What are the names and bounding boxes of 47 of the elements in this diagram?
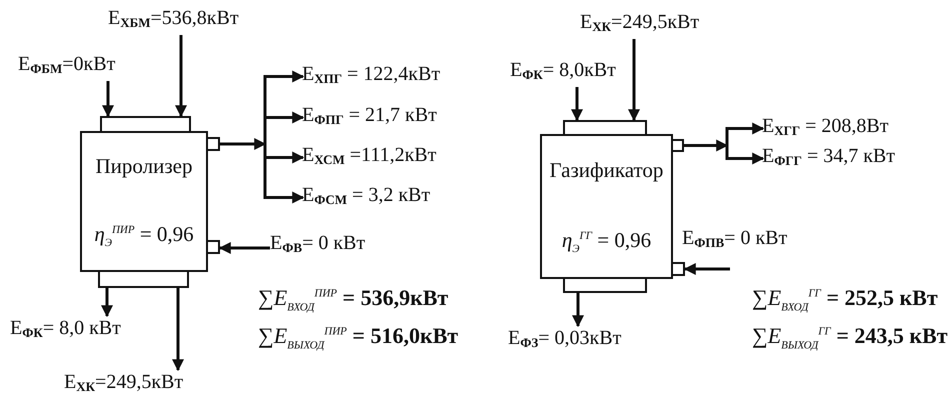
arrow xyxy=(628,39,640,122)
efficiency-value: η$_{Э}$$^{ПИР}$ = 0,96 xyxy=(94,222,194,249)
energy-label: Е$_{ФГГ}$ = 34,7 кВт xyxy=(762,144,896,173)
energy-label: Е$_{ХК}$=249,5кВт xyxy=(64,370,184,399)
arrow xyxy=(175,35,187,118)
energy-label: Е$_{ФЗ}$= 0,03кВт xyxy=(508,326,622,355)
port-box xyxy=(671,262,685,276)
energy-label: Е$_{ФБМ}$=0кВт xyxy=(18,52,116,81)
energy-label: Е$_{ХСМ}$ =111,2кВт xyxy=(302,143,436,172)
energy-sum: ∑E$_{ВЫХОД}$$^{ПИР}$ = 516,0кВт xyxy=(258,323,458,352)
arrow xyxy=(101,288,113,318)
arrow xyxy=(726,122,764,146)
plate-bar xyxy=(563,277,647,293)
reactor-box xyxy=(540,134,673,279)
plate-bar xyxy=(98,270,189,288)
energy-sum: ∑E$_{ВХОД}$$^{ПИР}$ = 536,9кВт xyxy=(258,285,448,314)
unit-title: Газификатор xyxy=(550,158,664,184)
unit-title: Пиролизер xyxy=(96,154,192,180)
energy-label: Е$_{ФК}$= 8,0кВт xyxy=(510,58,616,87)
plate-bar xyxy=(100,116,191,133)
port-box xyxy=(206,137,220,151)
arrow xyxy=(726,146,764,164)
energy-sum: ∑E$_{ВЫХОД}$$^{ГГ}$ = 243,5 кВт xyxy=(752,323,948,352)
energy-label: Е$_{ФК}$= 8,0 кВт xyxy=(10,316,121,345)
energy-label: Е$_{ХГГ}$ = 208,8Вт xyxy=(762,114,889,143)
arrow xyxy=(684,140,728,152)
energy-label: Е$_{ФПВ}$= 0 кВт xyxy=(682,226,788,252)
arrow xyxy=(172,288,184,372)
energy-sum: ∑E$_{ВХОД}$$^{ГГ}$ = 252,5 кВт xyxy=(752,285,938,314)
reactor-box xyxy=(80,131,208,272)
energy-label: Е$_{ХБМ}$=536,8кВт xyxy=(108,6,239,35)
arrow xyxy=(102,81,114,118)
arrow xyxy=(684,263,730,275)
port-box xyxy=(206,240,220,254)
energy-label: Е$_{ФПГ}$ = 21,7 кВт xyxy=(302,103,437,132)
plate-bar xyxy=(563,120,647,136)
energy-label: Е$_{ХК}$=249,5кВт xyxy=(580,10,700,39)
arrow xyxy=(264,112,304,144)
arrow xyxy=(572,293,584,328)
energy-label: Е$_{ФСМ}$ = 3,2 кВт xyxy=(302,183,430,212)
arrow xyxy=(218,242,270,254)
energy-label: Е$_{ФВ}$= 0 кВт xyxy=(270,231,366,260)
arrow xyxy=(571,87,583,122)
efficiency-value: η$_{Э}$$^{ГГ}$ = 0,96 xyxy=(562,228,652,255)
energy-label: Е$_{ХПГ}$ = 122,4кВт xyxy=(302,62,440,91)
port-box xyxy=(671,139,684,152)
arrow xyxy=(220,138,266,150)
